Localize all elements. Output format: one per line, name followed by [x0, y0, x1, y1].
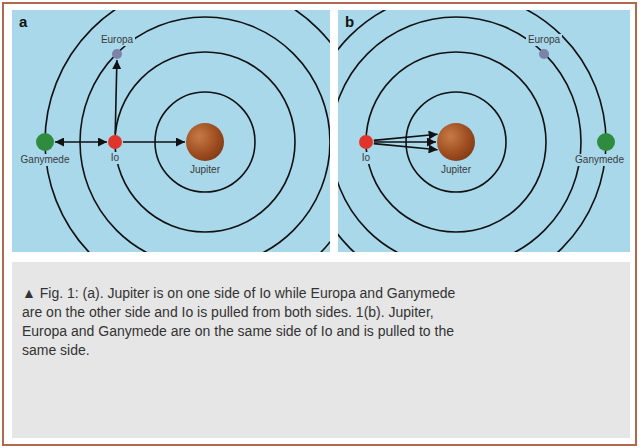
force-arrow	[115, 60, 117, 134]
moon-body: Io	[108, 135, 122, 149]
force-arrow	[374, 134, 438, 140]
force-arrow	[55, 141, 107, 143]
moon-body: Europa	[539, 49, 549, 59]
force-arrow	[374, 144, 438, 150]
body-label: Europa	[526, 34, 562, 46]
body-label: Io	[109, 152, 121, 164]
force-arrow	[123, 141, 185, 143]
caption-band	[12, 262, 630, 438]
body-label: Ganymede	[19, 154, 72, 166]
body-label: Europa	[99, 34, 135, 46]
moon-body: Europa	[112, 49, 122, 59]
body-label: Jupiter	[188, 164, 222, 176]
orbit-rings	[45, 10, 330, 252]
figure-caption: ▲ Fig. 1: (a). Jupiter is on one side of…	[22, 284, 462, 360]
moon-body: Ganymede	[36, 133, 54, 151]
force-arrow	[374, 141, 436, 143]
panel-ground	[12, 10, 330, 252]
figure-frame	[3, 3, 636, 445]
diagram-panel: aGanymedeEuropaIoJupiter	[12, 10, 330, 252]
moon-body: Jupiter	[437, 123, 475, 161]
moon-body: Io	[359, 135, 373, 149]
body-label: Io	[360, 152, 372, 164]
orbit-rings	[338, 10, 606, 252]
moon-body: Jupiter	[186, 123, 224, 161]
diagram-panel: bIoJupiterEuropaGanymede	[338, 10, 630, 252]
panel-letter: a	[19, 13, 27, 30]
body-label: Jupiter	[439, 164, 473, 176]
moon-body: Ganymede	[597, 133, 615, 151]
panel-letter: b	[345, 13, 354, 30]
body-label: Ganymede	[573, 154, 626, 166]
